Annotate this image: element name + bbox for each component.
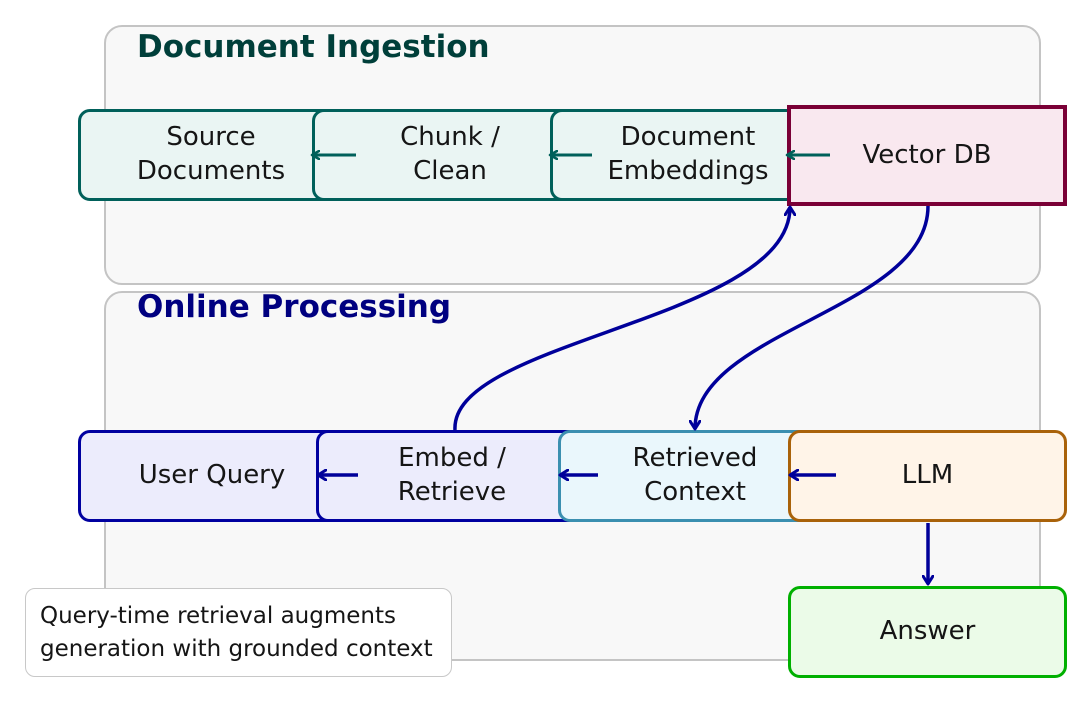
source-documents-node: Source Documents <box>78 109 344 201</box>
document-embeddings-label: Document Embeddings <box>607 122 769 186</box>
ingestion-panel-title: Document Ingestion <box>137 29 490 65</box>
answer-node: Answer <box>788 586 1067 678</box>
vector-db-label: Vector DB <box>862 139 992 170</box>
user-query-label: User Query <box>138 460 286 491</box>
user-query-node: User Query <box>78 430 346 522</box>
answer-label: Answer <box>879 616 976 647</box>
online-panel-title: Online Processing <box>137 289 452 325</box>
retrieved-context-node: Retrieved Context <box>558 430 832 522</box>
chunk-clean-label: Chunk / Clean <box>400 122 500 186</box>
source-documents-label: Source Documents <box>136 122 286 186</box>
annotation-note: Query-time retrieval augments generation… <box>25 588 452 677</box>
llm-node: LLM <box>788 430 1067 522</box>
llm-label: LLM <box>901 460 954 491</box>
document-embeddings-node: Document Embeddings <box>550 109 826 201</box>
retrieved-context-label: Retrieved Context <box>632 443 758 507</box>
embed-retrieve-node: Embed / Retrieve <box>316 430 588 522</box>
vector-db-node: Vector DB <box>787 105 1067 206</box>
chunk-clean-node: Chunk / Clean <box>312 109 588 201</box>
embed-retrieve-label: Embed / Retrieve <box>397 443 507 507</box>
